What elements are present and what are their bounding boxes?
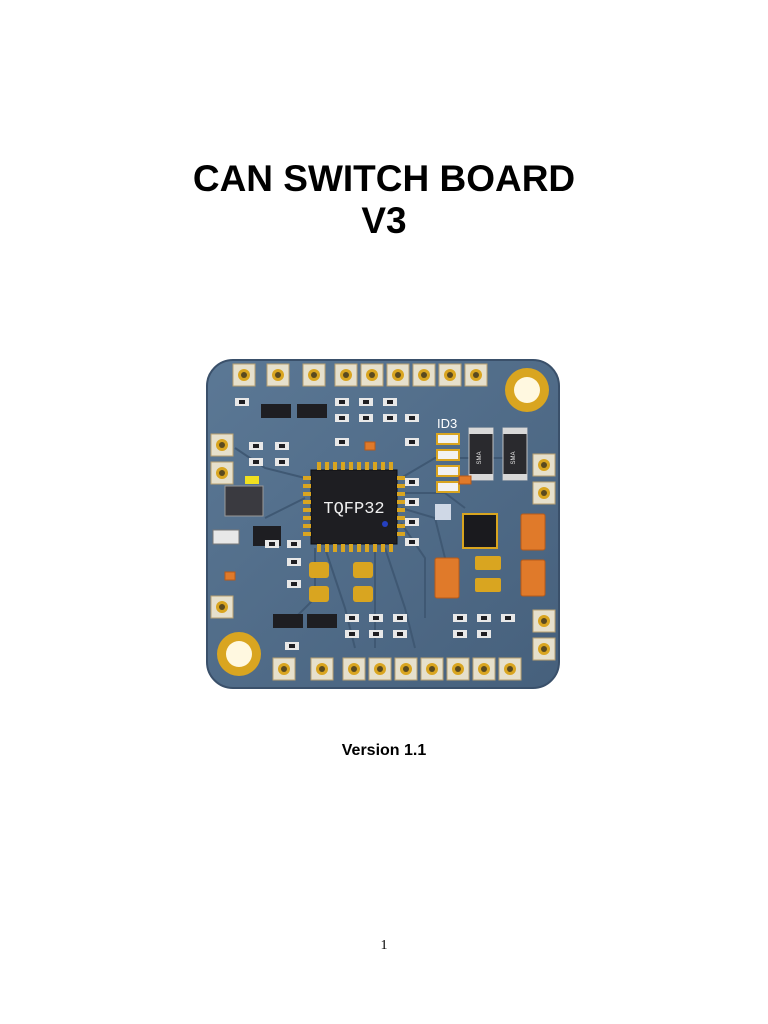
silkscreen-id3: ID3 [437, 416, 457, 431]
right-side-pins [532, 453, 556, 661]
top-header-pins [232, 363, 488, 387]
mounting-hole-bottom-left [217, 632, 261, 676]
transistors [224, 404, 337, 628]
bottom-header-pins [272, 657, 522, 681]
diode-sma-2: SMA [502, 427, 528, 481]
title-line-1: CAN SWITCH BOARD [192, 158, 576, 199]
chip-label: TQFP32 [323, 500, 384, 519]
diode-label-2: SMA [511, 451, 517, 464]
orange-capacitors [224, 441, 546, 599]
tqfp32-chip: TQFP32 [303, 462, 405, 552]
smd-components [212, 398, 515, 650]
page-number: 1 [380, 938, 388, 953]
left-side-pins [210, 433, 234, 619]
diode-sma-1: SMA [468, 427, 494, 481]
document-version: Version 1.1 [341, 742, 427, 759]
led-pads [436, 433, 460, 493]
qfn-chip [462, 513, 498, 549]
document-title: CAN SWITCH BOARD V3 [0, 158, 768, 242]
pcb-board-image: TQFP32 ID3 SMA SMA [205, 358, 561, 690]
gold-pads [309, 556, 501, 602]
title-line-2: V3 [361, 200, 407, 241]
diode-label-1: SMA [477, 451, 483, 464]
mounting-hole-top-right [505, 368, 549, 412]
